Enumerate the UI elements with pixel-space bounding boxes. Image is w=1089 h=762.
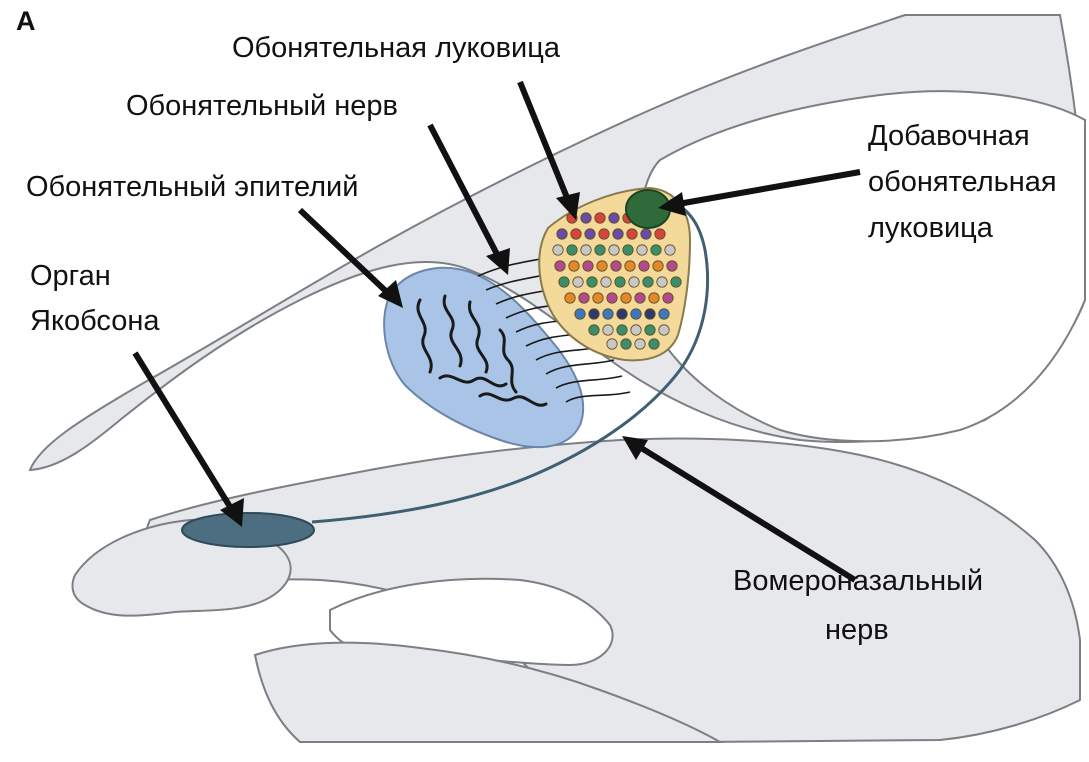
glomerulus-dot xyxy=(585,229,595,239)
glomerulus-dot xyxy=(637,245,647,255)
glomerulus-dot xyxy=(649,293,659,303)
glomerulus-dot xyxy=(599,229,609,239)
glomerulus-dot xyxy=(557,229,567,239)
glomerulus-dot xyxy=(569,261,579,271)
glomerulus-dot xyxy=(609,245,619,255)
glomerulus-dot xyxy=(587,277,597,287)
label-olfactory-bulb: Обонятельная луковица xyxy=(232,30,560,66)
label-aob-line1: Добавочная xyxy=(868,118,1030,154)
glomerulus-dot xyxy=(601,277,611,287)
glomerulus-dot xyxy=(565,293,575,303)
glomerulus-dot xyxy=(671,277,681,287)
glomerulus-dot xyxy=(603,309,613,319)
glomerulus-dot xyxy=(579,293,589,303)
glomerulus-dot xyxy=(581,245,591,255)
label-vn-nerve-line2: нерв xyxy=(825,612,889,648)
glomerulus-dot xyxy=(651,245,661,255)
glomerulus-dot xyxy=(571,229,581,239)
glomerulus-dot xyxy=(613,229,623,239)
glomerulus-dot xyxy=(559,277,569,287)
glomerulus-dot xyxy=(653,261,663,271)
glomerulus-dot xyxy=(665,245,675,255)
glomerulus-dot xyxy=(625,261,635,271)
label-vno-line2: Якобсона xyxy=(30,303,159,339)
glomerulus-dot xyxy=(553,245,563,255)
glomerulus-dot xyxy=(581,213,591,223)
glomerulus-dot xyxy=(607,339,617,349)
glomerulus-dot xyxy=(639,261,649,271)
glomerulus-dot xyxy=(621,339,631,349)
label-vn-nerve-line1: Вомероназальный xyxy=(733,563,983,599)
glomerulus-dot xyxy=(629,277,639,287)
glomerulus-dot xyxy=(603,325,613,335)
glomerulus-dot xyxy=(573,277,583,287)
glomerulus-dot xyxy=(645,325,655,335)
label-vno-line1: Орган xyxy=(30,258,111,294)
glomerulus-dot xyxy=(659,325,669,335)
glomerulus-dot xyxy=(631,325,641,335)
glomerulus-dot xyxy=(575,309,585,319)
arrow-vomeronasal-organ xyxy=(135,353,232,510)
glomerulus-dot xyxy=(567,245,577,255)
glomerulus-dot xyxy=(615,277,625,287)
glomerulus-dot xyxy=(645,309,655,319)
glomerulus-dot xyxy=(641,229,651,239)
label-olfactory-nerve: Обонятельный нерв xyxy=(126,88,398,124)
glomerulus-dot xyxy=(555,261,565,271)
glomerulus-dot xyxy=(593,293,603,303)
vomeronasal-organ xyxy=(182,513,314,547)
glomerulus-dot xyxy=(621,293,631,303)
glomerulus-dot xyxy=(595,213,605,223)
glomerulus-dot xyxy=(655,229,665,239)
glomerulus-dot xyxy=(617,325,627,335)
glomerulus-dot xyxy=(589,325,599,335)
glomerulus-dot xyxy=(643,277,653,287)
glomerulus-dot xyxy=(597,261,607,271)
glomerulus-dot xyxy=(635,339,645,349)
label-olfactory-epithelium: Обонятельный эпителий xyxy=(26,169,358,205)
glomerulus-dot xyxy=(663,293,673,303)
glomerulus-dot xyxy=(609,213,619,223)
glomerulus-dot xyxy=(623,245,633,255)
glomerulus-dot xyxy=(659,309,669,319)
glomerulus-dot xyxy=(583,261,593,271)
glomerulus-dot xyxy=(617,309,627,319)
label-aob-line2: обонятельная xyxy=(868,164,1057,200)
glomerulus-dot xyxy=(657,277,667,287)
label-aob-line3: луковица xyxy=(868,210,993,246)
glomerulus-dot xyxy=(595,245,605,255)
glomerulus-dot xyxy=(667,261,677,271)
glomerulus-dot xyxy=(631,309,641,319)
glomerulus-dot xyxy=(649,339,659,349)
glomerulus-dot xyxy=(635,293,645,303)
panel-letter: A xyxy=(16,6,36,37)
glomerulus-dot xyxy=(627,229,637,239)
glomerulus-dot xyxy=(589,309,599,319)
glomerulus-dot xyxy=(607,293,617,303)
glomerulus-dot xyxy=(611,261,621,271)
